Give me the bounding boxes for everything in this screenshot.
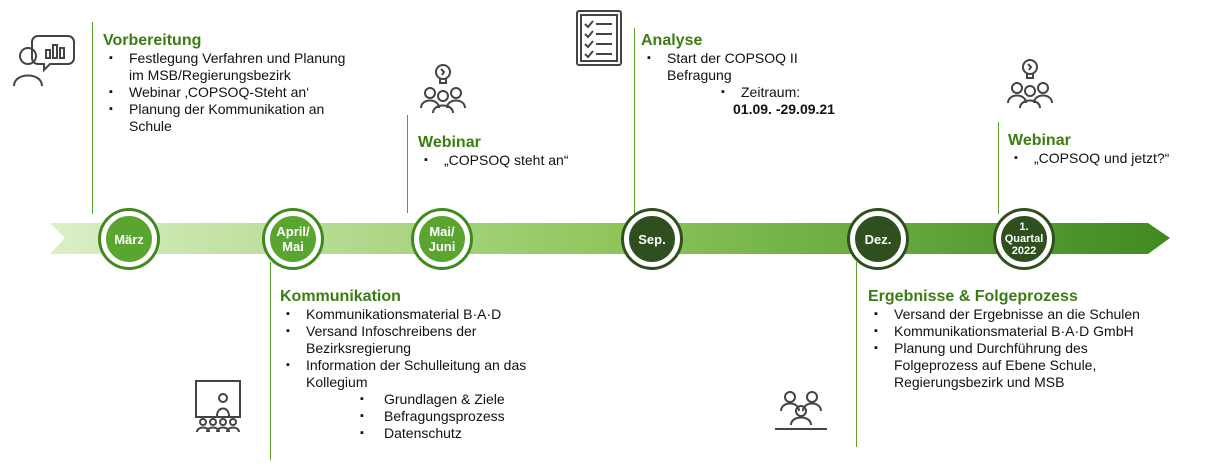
analyse-block: Analyse Start der COPSOQ II Befragung Ze… [641, 32, 841, 118]
analyse-title: Analyse [641, 32, 703, 49]
kommunikation-title: Kommunikation [280, 288, 401, 305]
milestone-maerz: März [101, 211, 157, 267]
classroom-icon [195, 380, 241, 433]
list-item: Kommunikationsmaterial B·A·D [280, 306, 560, 323]
list-item: Planung und Durchführung des Folgeprozes… [868, 340, 1154, 391]
kommunikation-block: Kommunikation Kommunikationsmaterial B·A… [280, 288, 560, 442]
webinar1-title: Webinar [418, 134, 481, 151]
sub-list-item: Zeitraum: [641, 84, 841, 101]
connector-mai [407, 115, 408, 213]
team-icon [775, 391, 827, 430]
presenter-chart-icon [13, 35, 75, 87]
webinar1-block: Webinar „COPSOQ steht an“ [418, 134, 618, 169]
vorbereitung-title: Vorbereitung [103, 32, 202, 49]
sub-list-item: Grundlagen & Ziele [280, 391, 560, 408]
idea-group-icon [1007, 59, 1053, 109]
milestone-mai-juni: Mai/Juni [414, 211, 470, 267]
list-item: „COPSOQ steht an“ [418, 152, 618, 169]
milestone-dez: Dez. [850, 211, 906, 267]
list-item: Kommunikationsmaterial B·A·D GmbH [868, 323, 1208, 340]
list-item: Planung der Kommunikation an Schule [103, 101, 363, 135]
list-item: Webinar ‚COPSOQ-Steht an‘ [103, 84, 363, 101]
sub-list-item: Datenschutz [280, 425, 560, 442]
ergebnisse-block: Ergebnisse & Folgeprozess Versand der Er… [868, 288, 1208, 391]
connector-maerz [92, 22, 93, 214]
vorbereitung-block: Vorbereitung Festlegung Verfahren und Pl… [103, 32, 363, 135]
analyse-period: 01.09. -29.09.21 [733, 101, 835, 117]
list-item: „COPSOQ und jetzt?“ [1008, 150, 1208, 167]
list-item: Information der Schulleitung an das Koll… [280, 357, 546, 391]
checklist-icon [576, 10, 622, 66]
connector-april [270, 262, 271, 460]
milestone-sep: Sep. [624, 211, 680, 267]
sub-list-item: Befragungsprozess [280, 408, 560, 425]
connector-quartal [998, 122, 999, 214]
list-item: Versand der Ergebnisse an die Schulen [868, 306, 1208, 323]
list-item: Versand Infoschreibens der Bezirksregier… [280, 323, 526, 357]
idea-group-icon [420, 64, 466, 114]
connector-dez [856, 262, 857, 447]
webinar2-title: Webinar [1008, 132, 1071, 149]
connector-sep [634, 28, 635, 214]
milestone-april-mai: April/Mai [265, 211, 321, 267]
list-item: Start der COPSOQ II Befragung [641, 50, 817, 84]
webinar2-block: Webinar „COPSOQ und jetzt?“ [1008, 132, 1208, 167]
ergebnisse-title: Ergebnisse & Folgeprozess [868, 288, 1078, 305]
list-item: Festlegung Verfahren und Planung im MSB/… [103, 50, 363, 84]
